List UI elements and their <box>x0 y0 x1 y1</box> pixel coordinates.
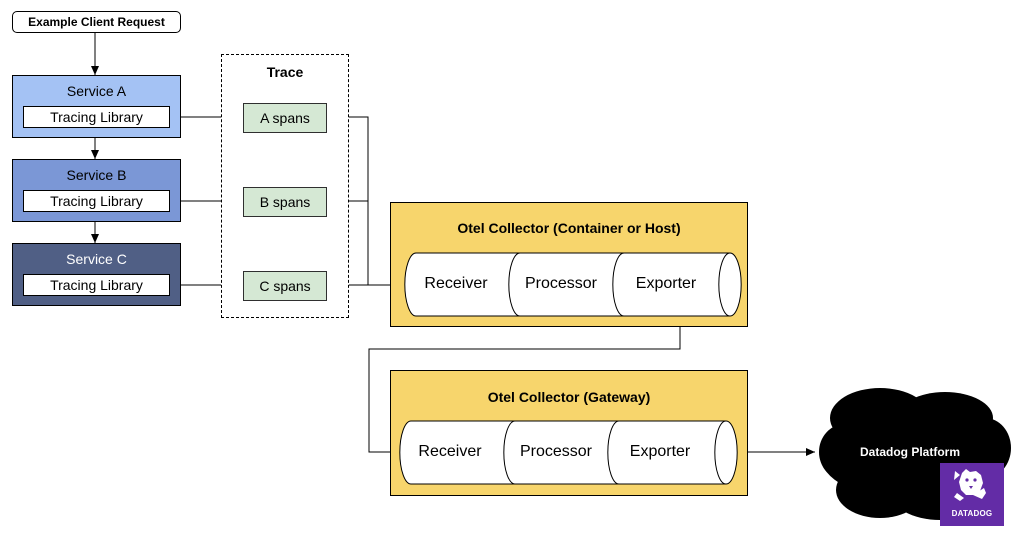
gateway-exporter-label: Exporter <box>629 443 691 460</box>
service-a-library-label: Tracing Library <box>50 109 143 125</box>
a-spans-label: A spans <box>260 110 310 126</box>
datadog-logo-text: DATADOG <box>951 509 993 518</box>
a-spans-box: A spans <box>243 103 327 133</box>
service-b: Service B Tracing Library <box>12 159 181 222</box>
datadog-dog-icon <box>954 469 986 501</box>
client-request-label: Example Client Request <box>28 15 165 29</box>
gateway-exporter-rim <box>714 420 727 485</box>
service-c: Service C Tracing Library <box>12 243 181 306</box>
service-a: Service A Tracing Library <box>12 75 181 138</box>
host-exporter-rim <box>718 252 731 317</box>
service-b-tracing-library: Tracing Library <box>23 190 170 212</box>
service-c-library-label: Tracing Library <box>50 277 143 293</box>
gateway-receiver-label: Receiver <box>418 443 482 460</box>
datadog-logo: DATADOG <box>940 463 1004 526</box>
service-b-library-label: Tracing Library <box>50 193 143 209</box>
service-c-title: Service C <box>66 251 127 267</box>
client-request: Example Client Request <box>12 11 181 33</box>
host-receiver-label: Receiver <box>424 275 488 292</box>
host-exporter-label: Exporter <box>635 275 697 292</box>
trace-title: Trace <box>266 64 304 80</box>
service-c-tracing-library: Tracing Library <box>23 274 170 296</box>
c-spans-label: C spans <box>259 278 311 294</box>
b-spans-box: B spans <box>243 187 327 217</box>
c-spans-box: C spans <box>243 271 327 301</box>
gateway-processor-label: Processor <box>519 443 593 460</box>
service-a-title: Service A <box>66 83 127 99</box>
collector-gateway-title: Otel Collector (Gateway) <box>487 389 651 405</box>
host-processor-label: Processor <box>524 275 598 292</box>
service-a-tracing-library: Tracing Library <box>23 106 170 128</box>
arrow-exporter-to-gateway <box>368 316 681 456</box>
datadog-platform-label: Datadog Platform <box>859 445 960 459</box>
trace-group: Trace A spans B spans C spans <box>221 54 349 318</box>
collector-host-title: Otel Collector (Container or Host) <box>457 220 681 236</box>
service-b-title: Service B <box>66 167 127 183</box>
b-spans-label: B spans <box>259 194 311 210</box>
